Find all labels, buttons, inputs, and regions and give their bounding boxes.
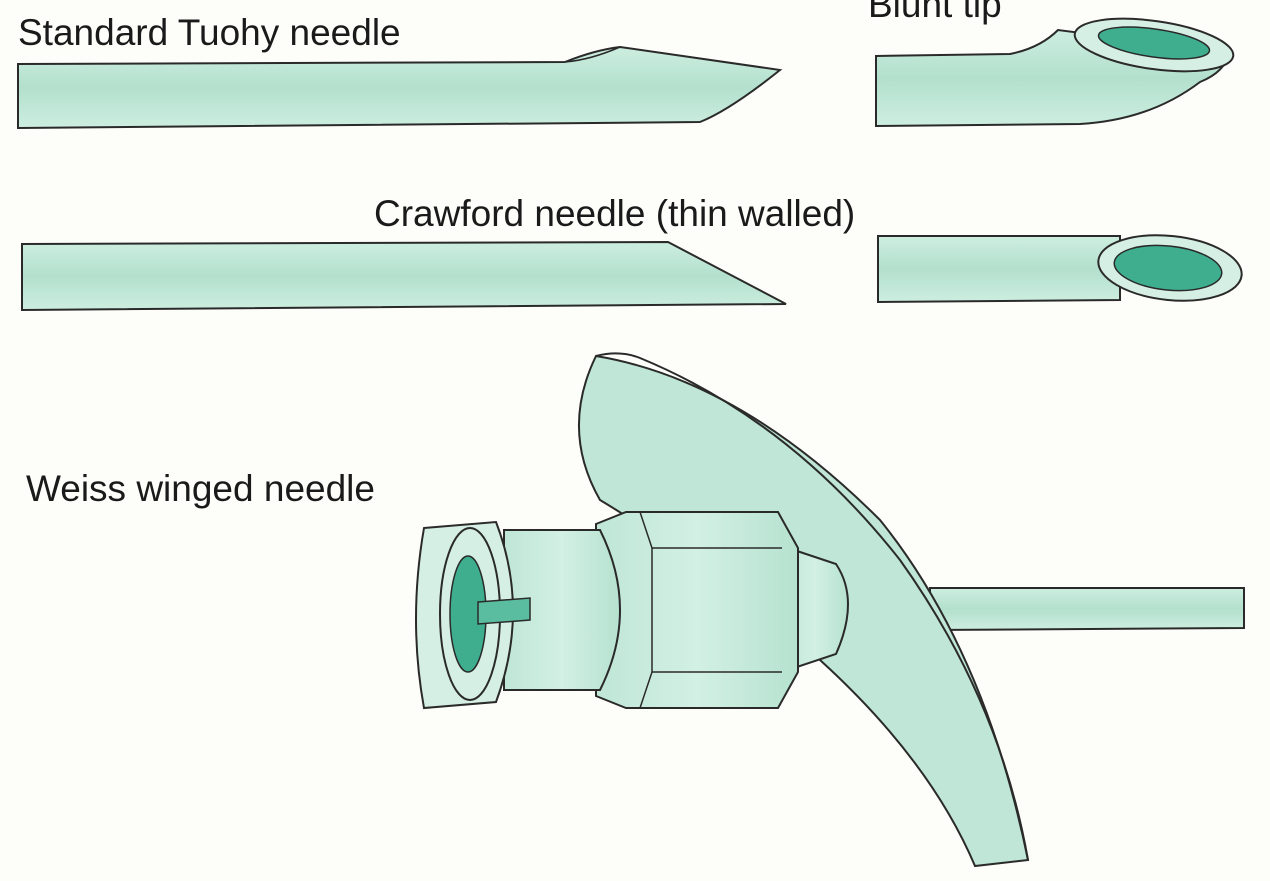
label-weiss-winged-needle: Weiss winged needle [26,470,375,507]
label-blunt-tip: Blunt tip [868,0,1002,23]
tuohy-needle [18,47,780,128]
weiss-winged-needle [416,353,1244,866]
crawford-needle [22,242,786,310]
label-tuohy-needle: Standard Tuohy needle [18,14,401,51]
label-crawford-needle: Crawford needle (thin walled) [374,195,855,232]
crawford-end-view [878,229,1245,308]
blunt-tip-needle [876,10,1237,126]
